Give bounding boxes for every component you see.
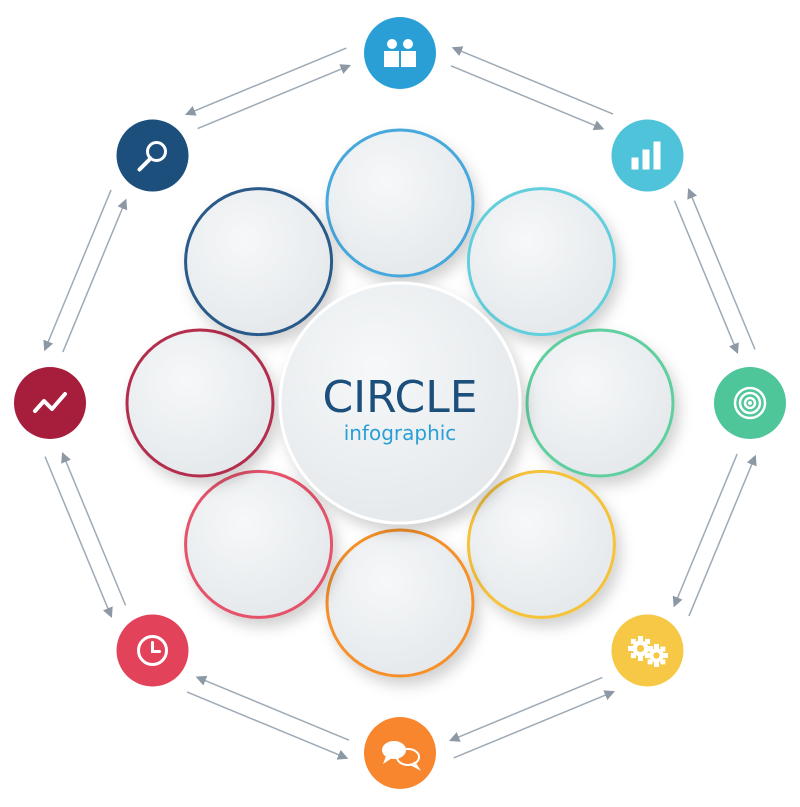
badge-clock <box>116 614 189 687</box>
connector-arrow <box>195 675 350 741</box>
connector-arrow <box>43 189 112 352</box>
badge-bar-chart <box>611 119 684 192</box>
chat-icon <box>382 741 421 771</box>
badge-circle <box>116 119 189 192</box>
bar-chart-icon <box>631 141 661 170</box>
segment-circle-bar-chart <box>466 187 616 337</box>
badge-gears <box>611 614 684 687</box>
magnifier-icon <box>137 141 168 172</box>
connector-arrow <box>44 456 113 619</box>
connector-arrow <box>197 64 351 130</box>
segment-circle-chat <box>325 528 475 678</box>
connector-arrow <box>453 690 616 759</box>
segment-circle-target <box>525 328 675 478</box>
segment-circles <box>125 128 675 678</box>
connector-arrow <box>673 200 739 354</box>
badge-trend <box>14 367 86 439</box>
connector-arrow <box>450 65 605 131</box>
target-icon <box>733 386 767 420</box>
segment-circle-clock <box>184 469 334 619</box>
connector-arrow <box>688 454 757 617</box>
center-title: CIRCLE <box>322 372 477 423</box>
connector-arrow <box>449 676 603 742</box>
connector-arrow <box>451 46 614 115</box>
connector-arrow <box>184 47 347 116</box>
center-subtitle: infographic <box>344 421 457 445</box>
center-disc: CIRCLE infographic <box>278 281 522 525</box>
segment-circle-trend <box>125 328 275 478</box>
connector-arrow <box>687 187 756 350</box>
segment-circle-search <box>184 187 334 337</box>
badge-people <box>364 17 436 89</box>
connector-arrow <box>672 453 738 608</box>
badge-circle <box>14 367 86 439</box>
badge-circle <box>364 17 436 89</box>
badge-search <box>116 119 189 192</box>
clock-icon <box>137 634 169 666</box>
trend-icon <box>33 392 67 413</box>
badge-target <box>714 367 786 439</box>
gears-icon <box>627 635 668 667</box>
segment-circle-people <box>325 128 475 278</box>
connector-arrows <box>43 46 757 760</box>
icon-badges <box>14 17 786 789</box>
connector-arrow <box>61 452 127 606</box>
segment-circle-gears <box>466 469 616 619</box>
connector-arrow <box>62 198 128 353</box>
people-icon <box>384 39 416 67</box>
connector-arrow <box>186 691 349 760</box>
badge-chat <box>364 717 436 789</box>
